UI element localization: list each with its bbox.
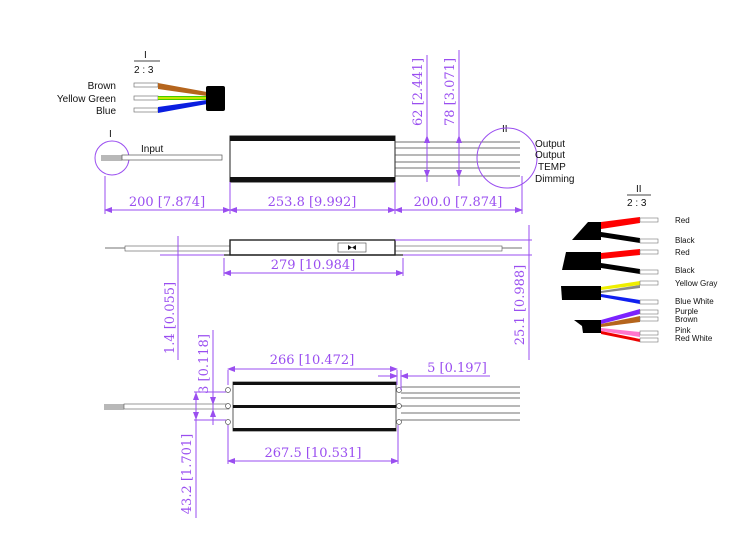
- dim-width: 43.2 [1.701]: [180, 434, 195, 514]
- dim-input-cable: 200 [7.874]: [129, 195, 205, 210]
- side-view: 279 [10.984] 1.4 [0.055] 25.1 [0.988]: [105, 225, 532, 360]
- dimming-label: Dimming: [535, 174, 574, 185]
- detail-i-scale: 2 : 3: [134, 65, 154, 76]
- wire-label-blue: Blue: [96, 106, 116, 117]
- bottom-view: 266 [10.472] 5 [0.197] 267.5 [10.531] 3 …: [104, 330, 520, 518]
- dim-outer-length: 267.5 [10.531]: [265, 446, 362, 461]
- wire-label-yellow-gray: Yellow Gray: [675, 279, 717, 288]
- dim-end-offset: 5 [0.197]: [427, 361, 487, 376]
- dim-inner-length: 266 [10.472]: [270, 353, 355, 368]
- dim-height-78: 78 [3.071]: [443, 58, 458, 126]
- output-label-1: Output: [535, 139, 565, 150]
- wire-label-black-2: Black: [675, 266, 696, 275]
- dim-height-62: 62 [2.441]: [411, 58, 426, 126]
- detail-ii-circle: [476, 127, 538, 189]
- input-cable: [121, 154, 223, 161]
- detail-i-legend: I 2 : 3 Brown Yellow Green Blue: [57, 50, 225, 117]
- input-label: Input: [141, 144, 163, 155]
- dim-output-cable: 200.0 [7.874]: [414, 195, 503, 210]
- wire-label-pink: Pink: [675, 326, 692, 335]
- wire-label-purple: Purple: [675, 307, 699, 316]
- detail-i-marker: I: [109, 129, 112, 140]
- wire-label-red-white: Red White: [675, 334, 713, 343]
- detail-ii-legend: II 2 : 3 Red: [561, 184, 717, 343]
- wire-label-yellow-green: Yellow Green: [57, 94, 116, 105]
- detail-ii-scale: 2 : 3: [627, 198, 647, 209]
- output-wires-icon: [561, 217, 659, 343]
- housing-side: [229, 239, 396, 256]
- input-wires-icon: [133, 82, 225, 113]
- wire-label-brown: Brown: [675, 315, 698, 324]
- wire-label-blue-white: Blue White: [675, 297, 714, 306]
- dim-side-length: 279 [10.984]: [271, 258, 356, 273]
- wire-label-black-1: Black: [675, 236, 696, 245]
- dim-flange: 1.4 [0.055]: [163, 282, 178, 354]
- dim-body-length: 253.8 [9.992]: [268, 195, 357, 210]
- detail-ii-title: II: [636, 184, 642, 195]
- output-wires: [395, 141, 520, 177]
- wire-label-brown: Brown: [88, 81, 116, 92]
- dim-thickness: 25.1 [0.988]: [513, 265, 528, 345]
- housing-top: [229, 135, 396, 183]
- detail-i-title: I: [144, 50, 147, 61]
- output-label-2: Output: [535, 150, 565, 161]
- top-view: I Input II Output Output TEMP Dimming 20…: [94, 50, 574, 214]
- wire-label-red-1: Red: [675, 216, 690, 225]
- wire-label-red-2: Red: [675, 248, 690, 257]
- dim-offset: 3 [0.118]: [197, 334, 212, 394]
- temp-label: TEMP: [538, 162, 566, 173]
- detail-ii-marker: II: [502, 124, 508, 135]
